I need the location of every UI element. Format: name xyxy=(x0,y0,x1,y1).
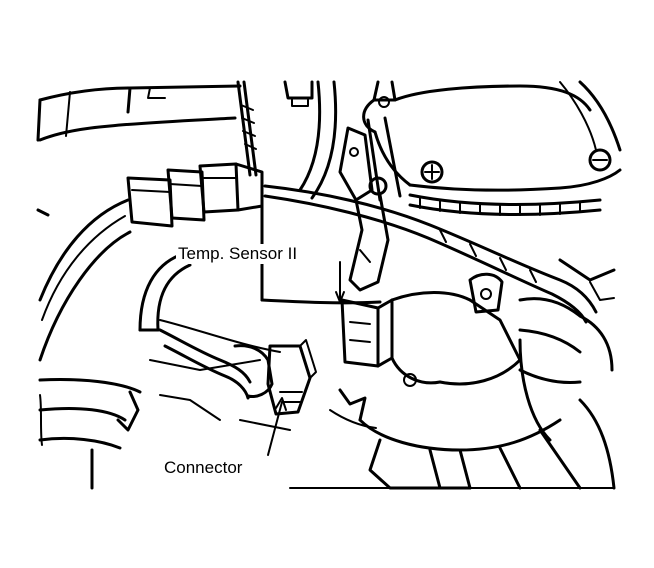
air-cleaner-housing xyxy=(362,80,622,217)
temp-sensor-label: Temp. Sensor II xyxy=(176,244,300,264)
thermostat-housing xyxy=(468,258,616,442)
upper-left-panel xyxy=(36,84,242,142)
connector-label: Connector xyxy=(162,458,245,478)
connector-leader xyxy=(267,401,283,456)
middle-hose xyxy=(138,204,382,332)
throttle-bracket xyxy=(338,126,390,292)
dipstick-rod xyxy=(236,80,258,177)
large-hose-left xyxy=(36,198,142,490)
disconnected-connector xyxy=(158,328,317,416)
connector-arrow xyxy=(275,397,287,411)
wiring-harness xyxy=(263,184,598,324)
temp-sensor-body xyxy=(340,291,522,387)
vertical-hose xyxy=(298,80,338,200)
top-bracket xyxy=(283,80,314,107)
leader-lines xyxy=(267,261,345,456)
temp-sensor-arrow xyxy=(335,291,345,303)
harness-connector-block xyxy=(126,162,264,228)
